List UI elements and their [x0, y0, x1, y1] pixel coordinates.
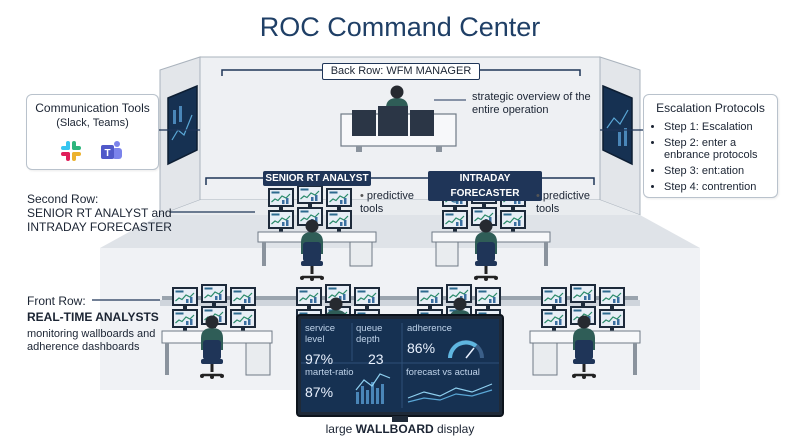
- communication-icons: T: [61, 141, 122, 161]
- metric-value: 97%: [305, 351, 334, 367]
- escalation-steps: Step 1: Escalation Step 2: enter a enbra…: [644, 121, 777, 193]
- second-row-label: Second Row: SENIOR RT ANALYST and INTRAD…: [27, 192, 177, 234]
- teams-icon: T: [101, 141, 122, 159]
- senior-analyst-station: [257, 184, 377, 283]
- escalation-title: Escalation Protocols: [656, 101, 765, 115]
- page-title: ROC Command Center: [259, 12, 541, 42]
- back-row-note: strategic overview of the entire operati…: [472, 91, 591, 116]
- metric-adherence: adherence 86%: [407, 323, 453, 356]
- senior-rt-analyst-tag: SENIOR RT ANALYST: [263, 171, 371, 186]
- metric-value: 86%: [407, 340, 436, 356]
- front-row-description: monitoring wallboards and adherence dash…: [27, 328, 156, 353]
- svg-text:T: T: [104, 148, 110, 159]
- metric-label: service level: [305, 323, 336, 345]
- metric-label: adherence: [407, 323, 452, 334]
- metric-service-level: service level 97%: [305, 323, 351, 367]
- communication-tools-card: Communication Tools (Slack, Teams) T: [26, 94, 159, 170]
- caption-prefix: large: [325, 422, 356, 436]
- metric-label: forecast vs actual: [406, 367, 480, 378]
- communication-subtitle: (Slack, Teams): [56, 117, 129, 129]
- front-row-heading: Front Row:: [27, 294, 86, 308]
- front-station-1: [161, 283, 273, 381]
- metric-forecast-vs-actual: forecast vs actual: [406, 367, 498, 378]
- second-row-roles-1: SENIOR RT ANALYST and: [27, 206, 172, 220]
- front-row-role: REAL-TIME ANALYSTS: [27, 310, 159, 324]
- metric-value: 23: [368, 351, 384, 367]
- metric-value: 87%: [305, 384, 334, 400]
- right-wall-screen: [602, 84, 633, 166]
- escalation-step: Step 2: enter a enbrance protocols: [664, 137, 771, 161]
- predictive-tools-text: predictive tools: [536, 190, 590, 215]
- communication-title: Communication Tools: [35, 101, 150, 115]
- back-row-label: Back Row: WFM MANAGER: [322, 63, 480, 80]
- second-row-heading: Second Row:: [27, 192, 99, 206]
- intraday-forecaster-tag: INTRADAY FORECASTER: [428, 171, 542, 201]
- forecaster-station: [431, 184, 551, 283]
- escalation-step: Step 3: ent:ation: [664, 165, 771, 177]
- caption-suffix: display: [433, 422, 475, 436]
- second-row-roles-2: INTRADAY FORECASTER: [27, 220, 172, 234]
- wallboard-display: [296, 314, 504, 422]
- wallboard-caption: large WALLBOARD display: [250, 422, 550, 436]
- slack-icon: [61, 141, 81, 161]
- left-wall-screen: [167, 84, 198, 166]
- predictive-tools-note-left: • predictive tools: [360, 190, 414, 215]
- metric-martet-ratio: martet-ratio 87%: [305, 367, 355, 400]
- front-station-4: [529, 283, 641, 381]
- wfm-manager-station: [340, 85, 457, 152]
- metric-label: queue depth: [356, 323, 383, 345]
- escalation-step: Step 4: contrention: [664, 181, 771, 193]
- caption-bold: WALLBOARD: [355, 422, 434, 436]
- predictive-tools-text: predictive tools: [360, 190, 414, 215]
- escalation-step: Step 1: Escalation: [664, 121, 771, 133]
- metric-queue-depth: queue depth 23: [356, 323, 402, 367]
- predictive-tools-note-right: • predictive tools: [536, 190, 590, 215]
- escalation-protocols-card: Escalation Protocols Step 1: Escalation …: [643, 94, 778, 198]
- metric-label: martet-ratio: [305, 367, 354, 378]
- front-row-label: Front Row: REAL-TIME ANALYSTS monitoring…: [27, 294, 167, 354]
